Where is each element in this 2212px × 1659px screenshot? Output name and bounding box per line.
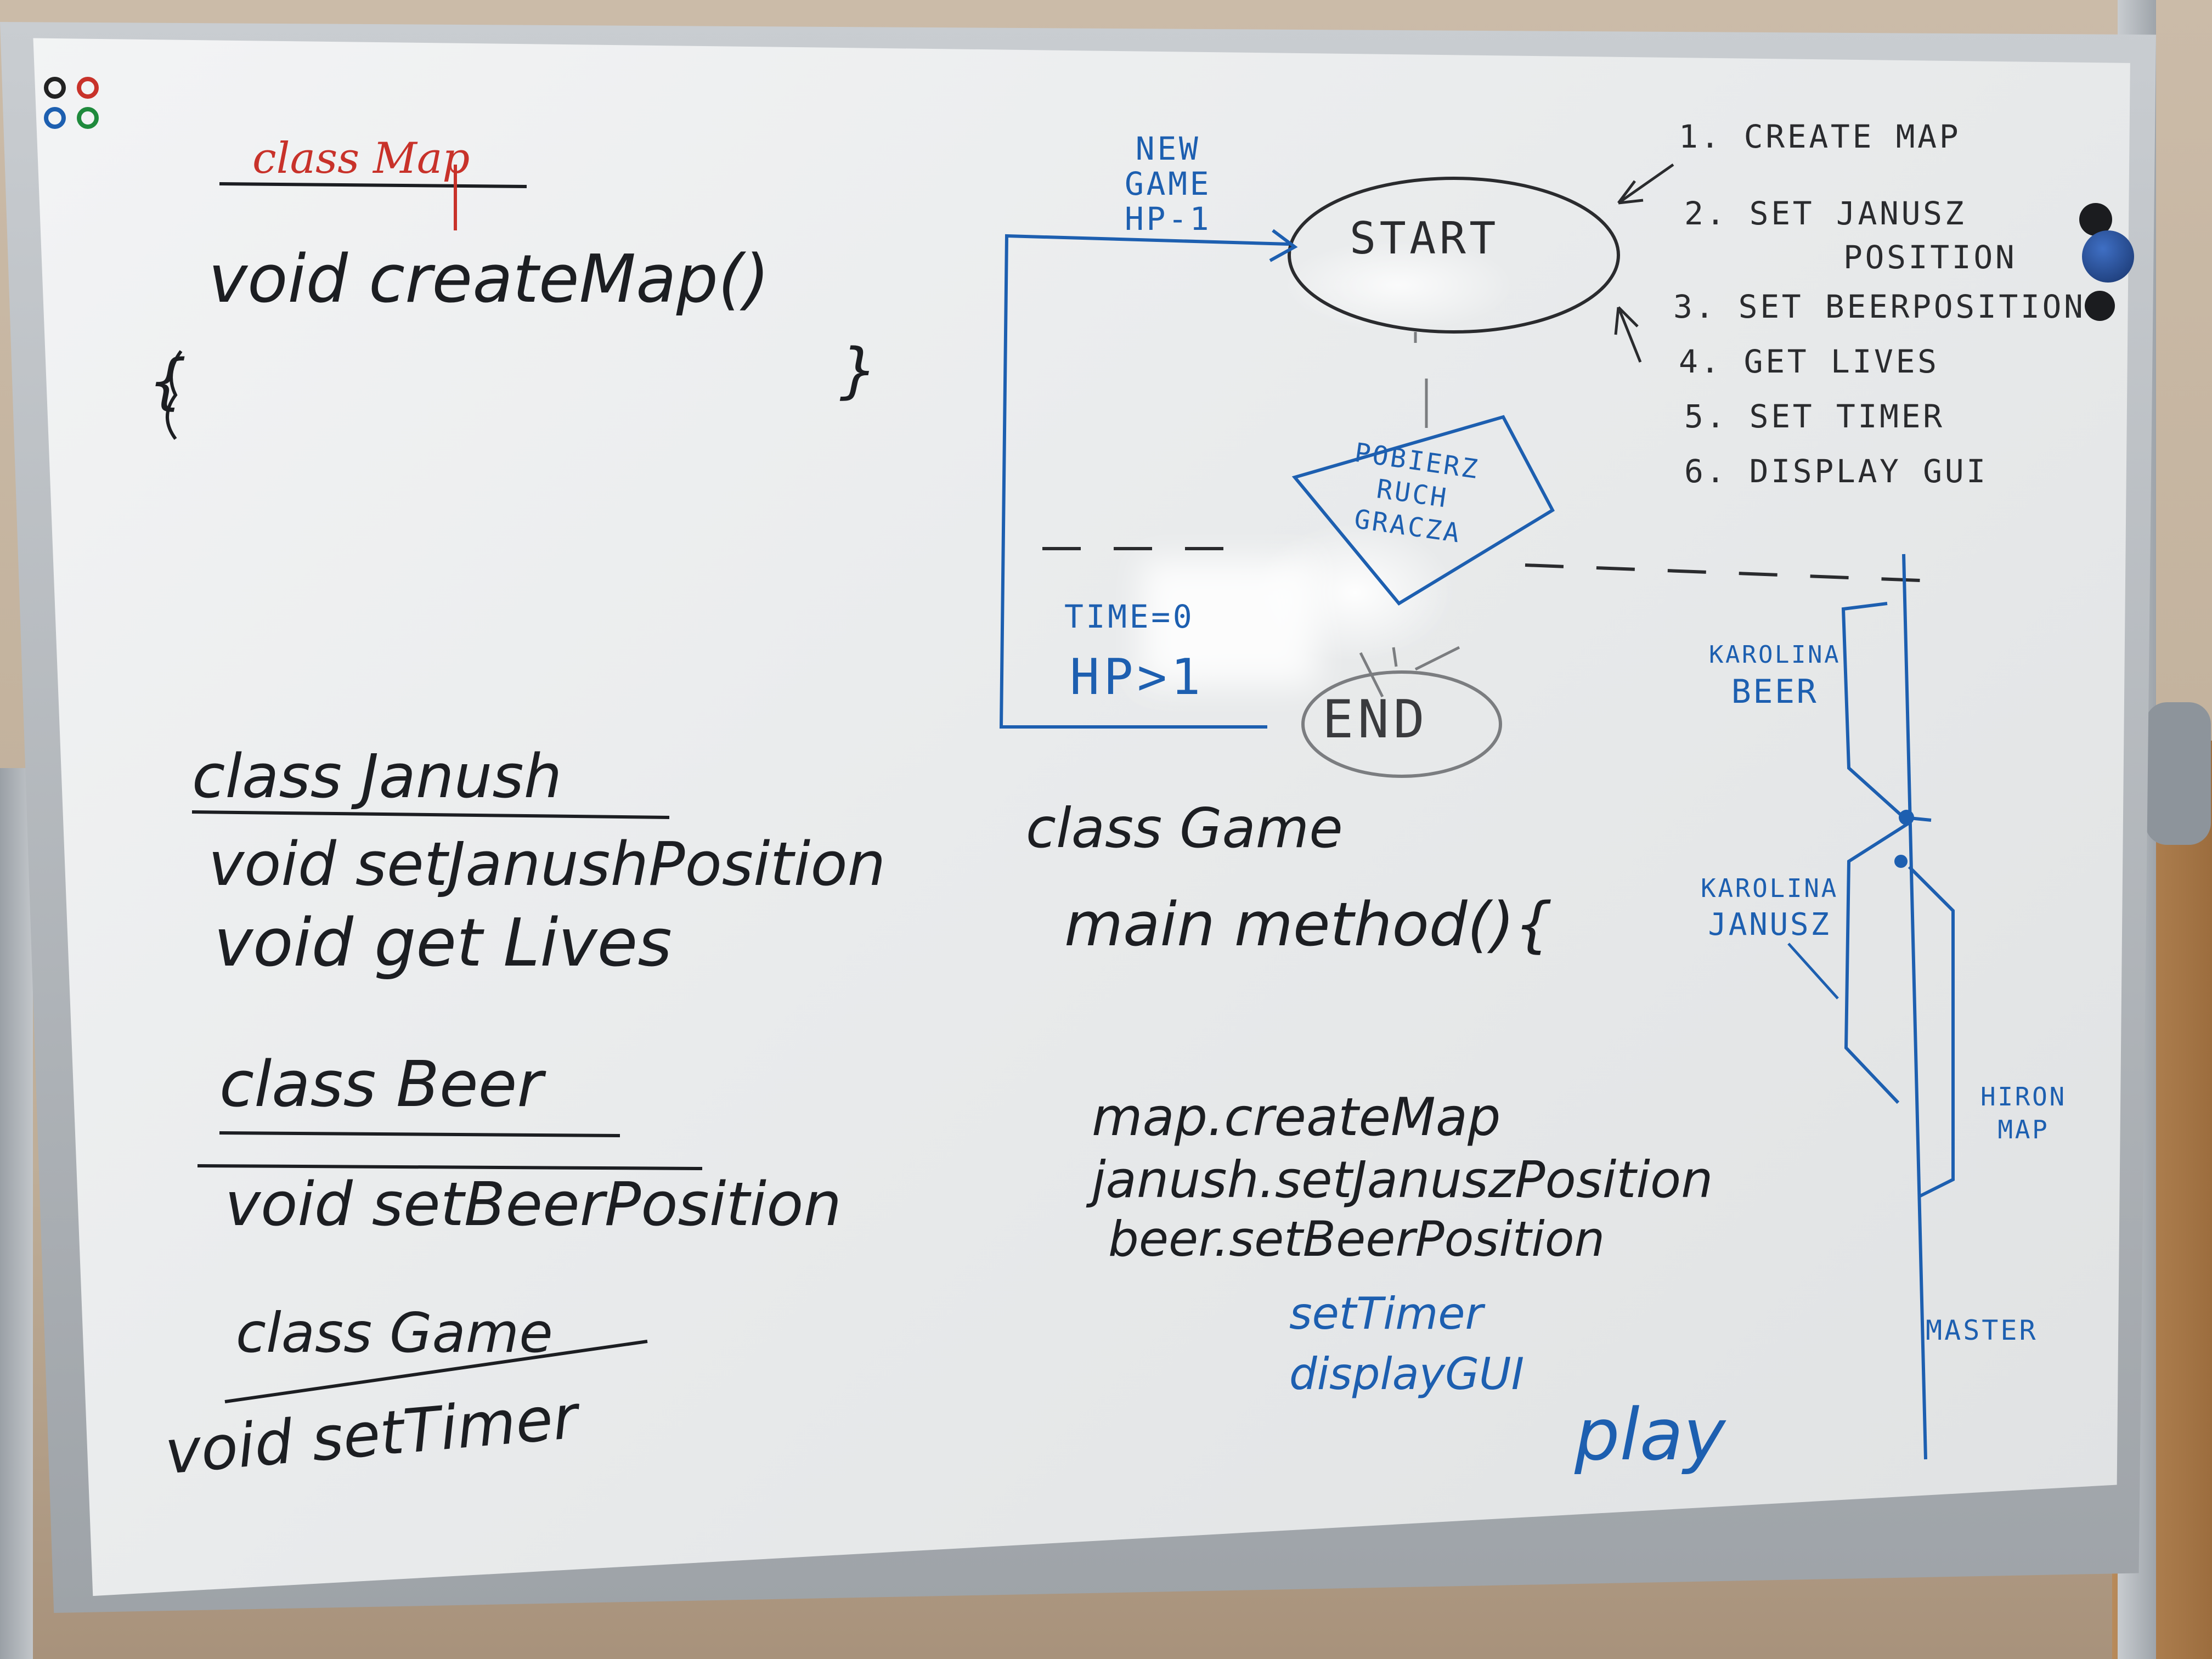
timeline-label-line: JANUSZ (1708, 906, 1831, 943)
magnet-icon (2082, 230, 2134, 283)
janush-method-position: void setJanushPosition (208, 829, 886, 899)
timeline-label-map: HIRON MAP (1980, 1081, 2067, 1147)
magnet-icon (2085, 291, 2115, 321)
step-item: 5. SET TIMER (1684, 398, 1945, 435)
new-game-line: GAME (1125, 165, 1212, 202)
step-item: 1. CREATE MAP (1679, 118, 1961, 155)
create-map-method: void createMap() (208, 241, 770, 318)
class-game-main-heading: class Game (1026, 796, 1343, 860)
time-condition-label: TIME=0 (1064, 598, 1195, 635)
start-label: START (1350, 213, 1499, 264)
step-item: 2. SET JANUSZ (1684, 195, 1967, 232)
step-item: 3. SET BEERPOSITION (1673, 288, 2086, 325)
class-beer-heading: class Beer (219, 1048, 543, 1121)
timeline-label-line: KAROLINA (1709, 641, 1841, 669)
call-set-janusz-position: janush.setJanuszPosition (1092, 1150, 1713, 1209)
timeline-label-line: BEER (1731, 673, 1819, 712)
call-set-timer: setTimer (1289, 1288, 1483, 1339)
step-item: 6. DISPLAY GUI (1684, 453, 1988, 490)
play-label: play (1575, 1393, 1726, 1476)
new-game-label: NEW GAME HP-1 (1125, 130, 1212, 238)
timeline-label-janusz: KAROLINA JANUSZ (1701, 872, 1838, 945)
call-display-gui: displayGUI (1289, 1348, 1525, 1400)
step-item: POSITION (1843, 239, 2017, 276)
class-map-heading: class Map (252, 134, 470, 183)
class-janush-heading: class Janush (192, 741, 562, 811)
timeline-label-beer: KAROLINA BEER (1709, 639, 1841, 713)
stand-left-pole (0, 768, 33, 1659)
janush-method-lives: void get Lives (214, 905, 672, 981)
main-method: main method(){ (1064, 889, 1553, 960)
call-set-beer-position: beer.setBeerPosition (1108, 1211, 1605, 1267)
new-game-line: NEW (1135, 130, 1201, 167)
timeline-master-label: MASTER (1926, 1314, 2038, 1346)
timeline-label-line: HIRON (1980, 1082, 2067, 1111)
call-create-map: map.createMap (1092, 1087, 1501, 1148)
step-item: 4. GET LIVES (1679, 343, 1939, 380)
end-label: END (1322, 690, 1429, 750)
beer-method: void setBeerPosition (225, 1169, 842, 1239)
hp-condition-label: HP>1 (1070, 648, 1205, 706)
stand-knob (2145, 702, 2211, 845)
new-game-line: HP-1 (1125, 200, 1212, 238)
timeline-label-line: MAP (1997, 1114, 2050, 1144)
map-close-brace: } (839, 335, 878, 405)
timeline-label-line: KAROLINA (1701, 873, 1838, 903)
decision-label: POBIERZ RUCH GRACZA (1344, 436, 1482, 551)
class-game-heading: class Game (236, 1301, 553, 1365)
map-open-brace: { (148, 346, 187, 416)
